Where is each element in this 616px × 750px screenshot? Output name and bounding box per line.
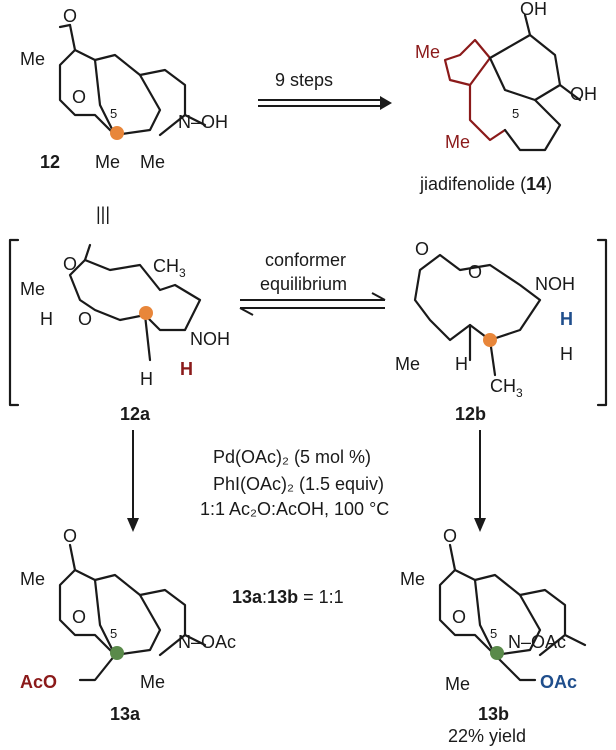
identity-symbol: ||| [96,204,110,224]
label-12a-h: H [40,309,53,329]
label-12-pos5: 5 [110,106,117,121]
label-14-me-red: Me [415,42,440,62]
arrow-down-right [474,430,486,532]
label-12a-h2: H [140,369,153,389]
label-12b-h-blue: H [560,309,573,329]
equilibrium-label-2: equilibrium [260,274,347,294]
label-13a-me: Me [20,569,45,589]
label-13b-id: 13b [478,704,509,724]
label-12b-me: Me [395,354,420,374]
compound-12b: O O NOH H H Me H CH3 12b [395,239,575,424]
conditions-line-3: 1:1 Ac₂O:AcOH, 100 °C [200,499,389,519]
label-13a-aco: AcO [20,672,57,692]
label-12a-h-red: H [180,359,193,379]
compound-14: OH OH Me 5 Me jiadifenolide (14) [415,0,597,194]
arrow-down-left [127,430,139,532]
label-13a-pos5: 5 [110,626,117,641]
label-14-me-red2: Me [445,132,470,152]
label-12b-ringO: O [468,262,482,282]
compound-13b: O Me O 5 N–OAc Me OAc 13b 22% yield [400,526,587,746]
label-12a-me: Me [20,279,45,299]
label-12-O-ketone: O [63,6,77,26]
reaction-conditions: Pd(OAc)₂ (5 mol %) PhI(OAc)₂ (1.5 equiv)… [200,447,389,519]
label-12b-O-ketone: O [415,239,429,259]
conditions-line-1: Pd(OAc)₂ (5 mol %) [213,447,371,467]
label-13b-O-ketone: O [443,526,457,546]
label-13b-me: Me [400,569,425,589]
green-highlight-c5-13a [110,646,124,660]
label-13a-noac: N–OAc [178,632,236,652]
label-14-oh2: OH [570,84,597,104]
label-13b-oac: OAc [540,672,577,692]
label-14-pos5: 5 [512,106,519,121]
label-13a-me2: Me [140,672,165,692]
arrow-9-steps: 9 steps [258,70,392,110]
label-13b-me2: Me [445,674,470,694]
label-12-id: 12 [40,152,60,172]
compound-13a: O Me O 5 N–OAc AcO Me 13a [20,526,236,724]
bracket-right [596,238,608,407]
label-12-me: Me [20,49,45,69]
label-13b-yield: 22% yield [448,726,526,746]
label-12a-noh: NOH [190,329,230,349]
arrow-9-steps-label: 9 steps [275,70,333,90]
label-12b-noh: NOH [535,274,575,294]
label-13b-ringO: O [452,607,466,627]
label-12a-ch3: CH3 [153,256,186,280]
compound-12: O Me O 5 N–OH Me Me 12 [20,6,228,172]
label-13b-pos5: 5 [490,626,497,641]
label-14-oh1: OH [520,0,547,19]
label-13a-ringO: O [72,607,86,627]
orange-highlight-c5-12 [110,126,124,140]
bracket-left [8,238,20,407]
green-highlight-c5-13b [490,646,504,660]
label-12-me-b: Me [140,152,165,172]
equilibrium-label-1: conformer [265,250,346,270]
label-12-ring-O: O [72,87,86,107]
orange-highlight-c5-12a [139,306,153,320]
label-13b-noac: N–OAc [508,632,566,652]
orange-highlight-c5-12b [483,333,497,347]
label-12a-O: O [63,254,77,274]
label-12b-ch3: CH3 [490,376,523,400]
label-12a-ringO: O [78,309,92,329]
label-12b-h: H [560,344,573,364]
label-14-name: jiadifenolide (14) [419,174,552,194]
compound-12a: O Me H O CH3 NOH H H 12a [20,243,230,424]
equilibrium-arrows: conformer equilibrium [239,250,386,316]
label-12a-id: 12a [120,404,151,424]
label-13a-O-ketone: O [63,526,77,546]
label-13a-id: 13a [110,704,141,724]
conditions-line-2: PhI(OAc)₂ (1.5 equiv) [213,474,384,494]
label-12-noh: N–OH [178,112,228,132]
ratio-13a-13b: 13a:13b = 1:1 [232,587,344,607]
label-12b-id: 12b [455,404,486,424]
label-12b-h-left: H [455,354,468,374]
label-12-me-a: Me [95,152,120,172]
